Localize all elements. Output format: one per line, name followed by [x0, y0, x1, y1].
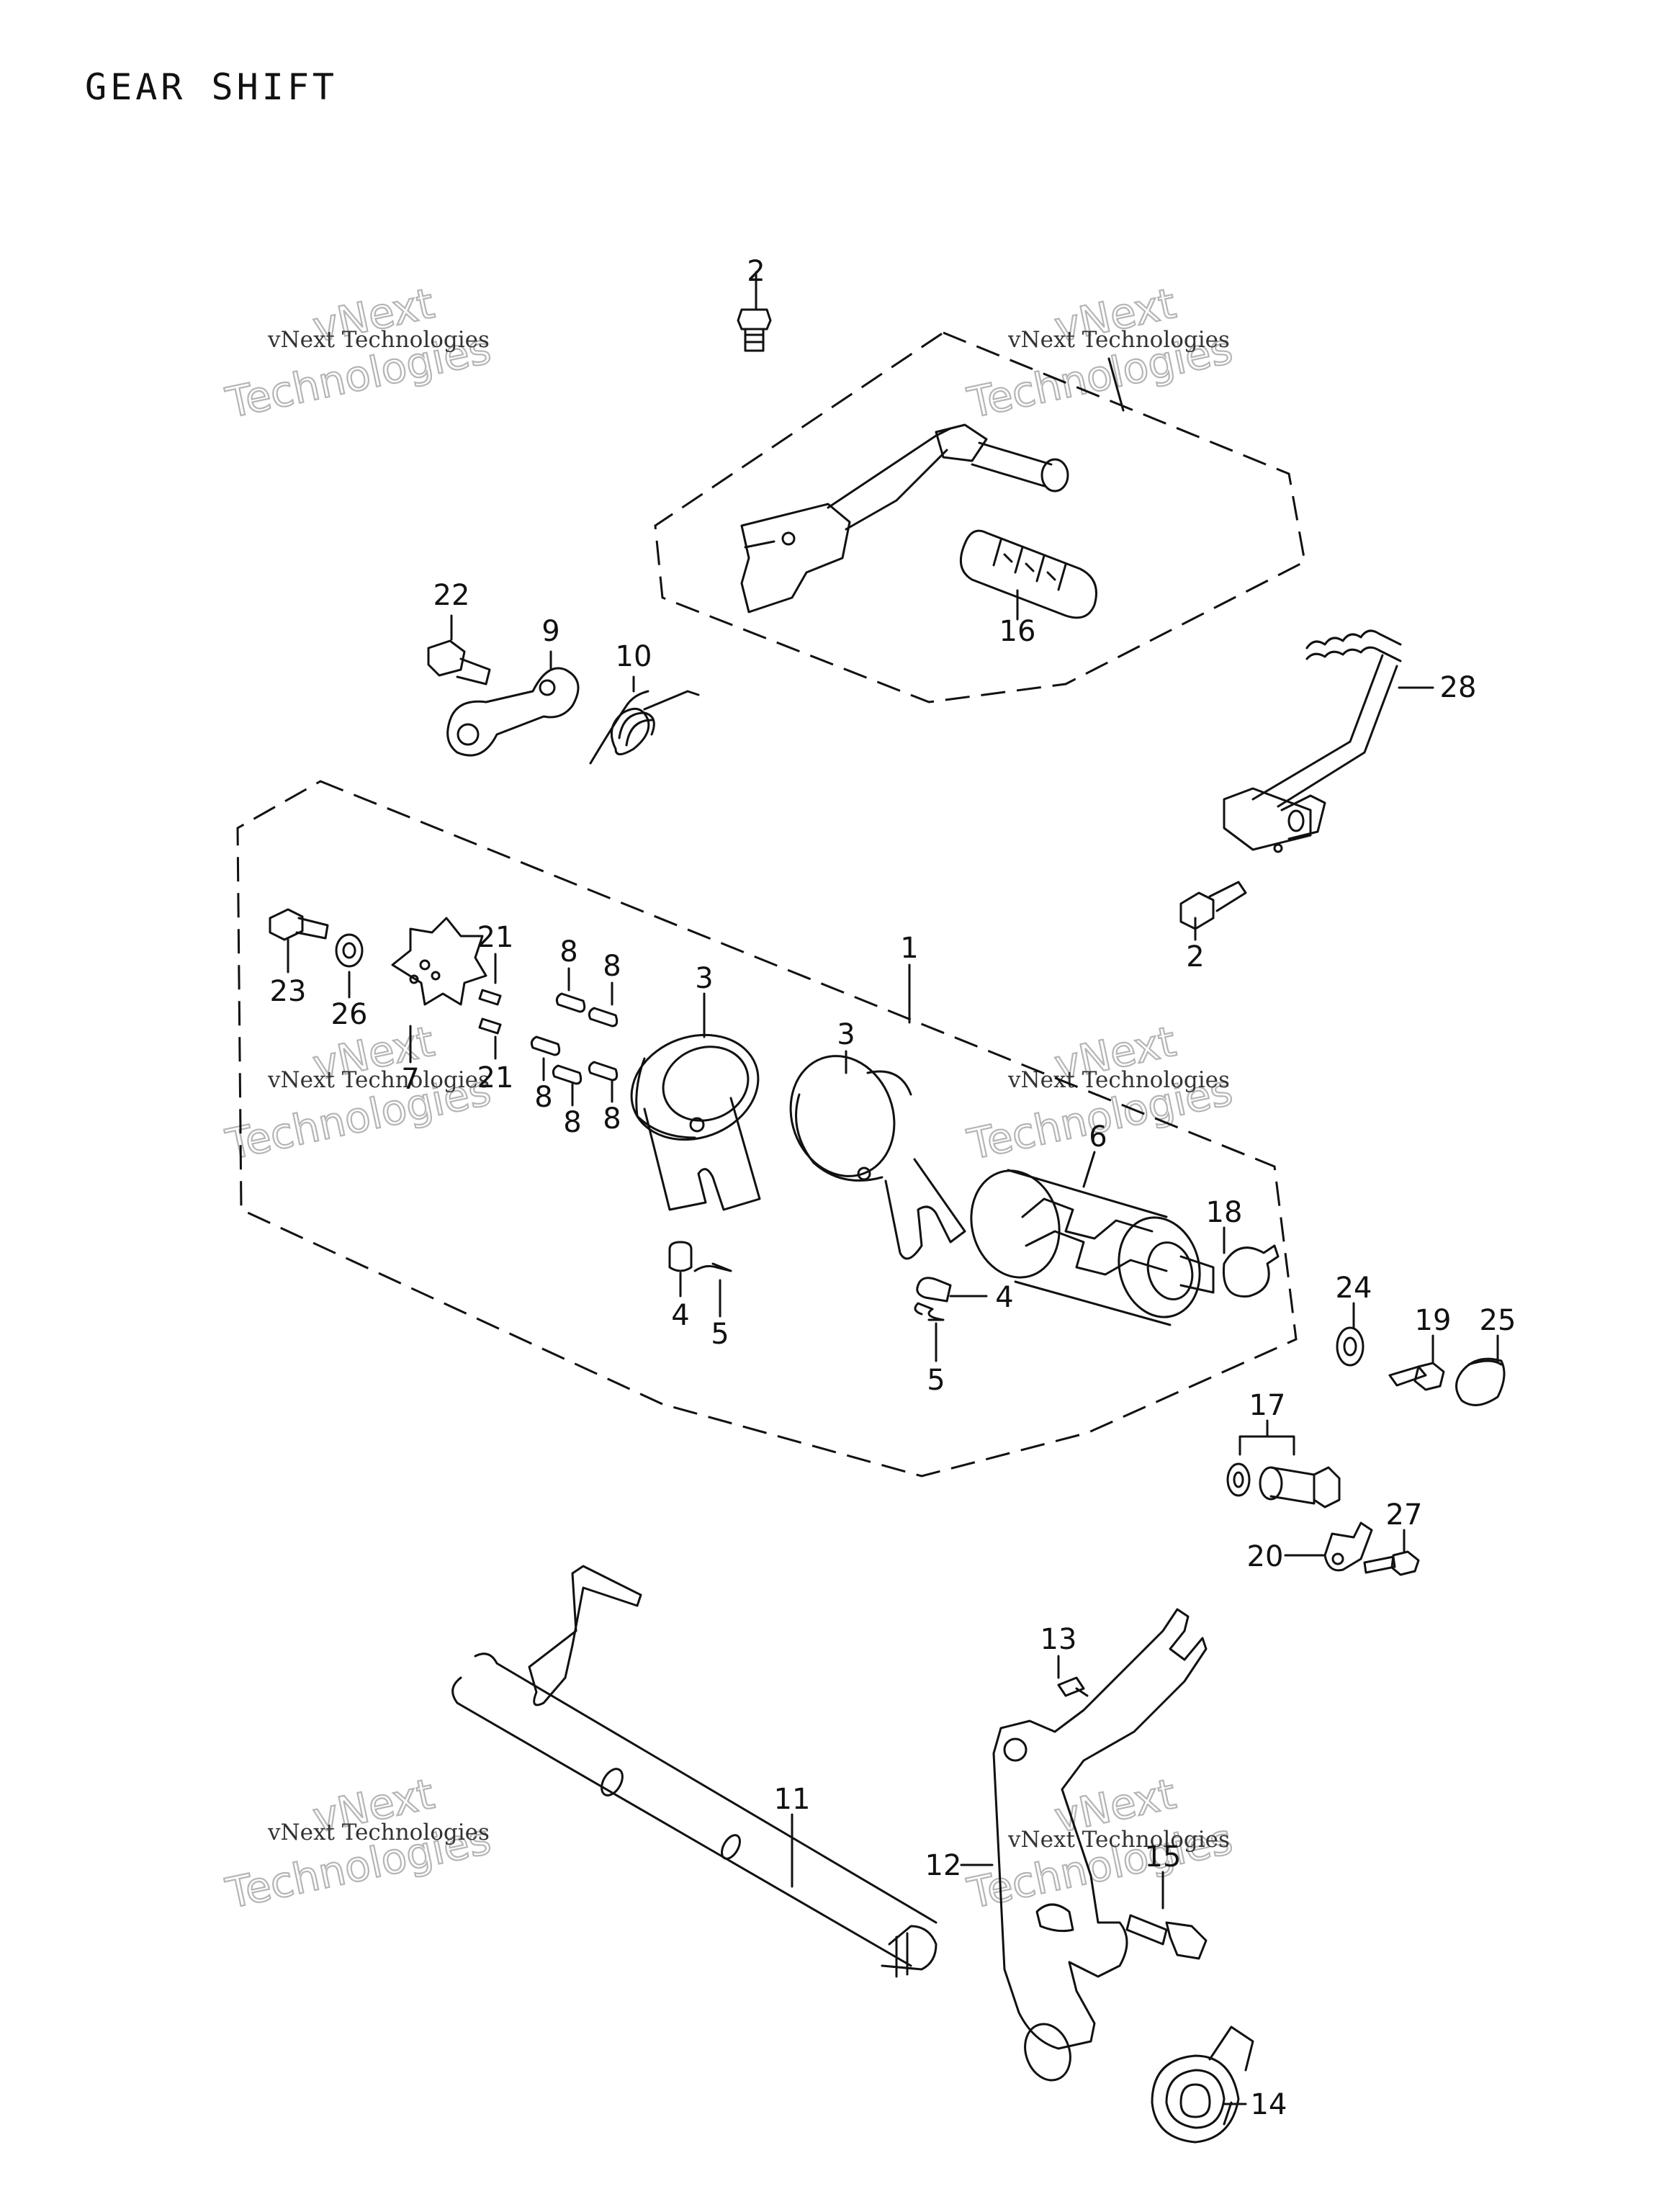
shift-arm-part-12 — [960, 1608, 1208, 2082]
shift-shaft-part-11 — [451, 1565, 938, 1978]
washer-part-26 — [335, 933, 364, 999]
callout-8: 8 — [563, 1106, 581, 1139]
callout-4: 4 — [671, 1299, 689, 1332]
callout-21: 21 — [477, 921, 514, 954]
pin-part-21 — [478, 1017, 502, 1060]
callout-7: 7 — [401, 1063, 419, 1096]
svg-text:vNext Technologies: vNext Technologies — [267, 1820, 490, 1845]
callout-8: 8 — [603, 950, 621, 983]
callout-6: 6 — [1089, 1120, 1107, 1154]
svg-text:vNext Technologies: vNext Technologies — [1007, 1827, 1230, 1853]
spring-part-10 — [589, 675, 700, 765]
bolt-part-27 — [1363, 1529, 1420, 1576]
callout-16: 16 — [999, 615, 1036, 648]
page-title: GEAR SHIFT — [85, 66, 338, 108]
bolt-part-22 — [427, 614, 491, 685]
pin-part-13 — [1057, 1655, 1089, 1697]
callout-27: 27 — [1386, 1498, 1423, 1532]
pedal-rubber-part-16 — [959, 529, 1097, 621]
watermarks: vNext Technologies vNext Technologies vN… — [221, 278, 1238, 1919]
watermark: vNext Technologies vNext Technologies — [221, 1768, 496, 1919]
pin-part-8 — [588, 1061, 619, 1103]
pin-part-8 — [530, 1035, 561, 1082]
roller-part-4-a — [668, 1241, 693, 1298]
callout-8: 8 — [603, 1102, 621, 1136]
watermark: vNext Technologies vNext Technologies — [221, 278, 496, 428]
svg-text:vNext Technologies: vNext Technologies — [267, 327, 490, 353]
kick-lever-part-28 — [1223, 629, 1434, 853]
callout-18: 18 — [1206, 1196, 1243, 1229]
roller-part-4-b — [916, 1277, 988, 1303]
svg-text:vNext Technologies: vNext Technologies — [1007, 327, 1230, 353]
shift-fork-part-3-b — [789, 1050, 966, 1260]
callout-15: 15 — [1145, 1840, 1182, 1874]
pin-part-8 — [588, 981, 619, 1028]
callout-11: 11 — [774, 1783, 811, 1816]
callout-21: 21 — [477, 1061, 514, 1094]
callout-8: 8 — [559, 935, 577, 968]
leader-bracket-part-17 — [1238, 1419, 1295, 1456]
callout-12: 12 — [925, 1849, 962, 1882]
bolt-part-15 — [1125, 1871, 1208, 1960]
clip-part-5-a — [693, 1262, 732, 1318]
callout-24: 24 — [1336, 1272, 1372, 1305]
callout-1: 1 — [900, 932, 918, 965]
clip-part-5-b — [914, 1302, 945, 1362]
callout-8: 8 — [534, 1081, 552, 1114]
callout-22: 22 — [433, 579, 470, 612]
callout-19: 19 — [1415, 1304, 1452, 1337]
oring-part-17 — [1226, 1462, 1251, 1497]
svg-text:vNext Technologies: vNext Technologies — [267, 1067, 490, 1093]
watermark: vNext Technologies vNext Technologies — [963, 1768, 1238, 1919]
link-arm-part-9 — [446, 650, 580, 757]
pin-part-8 — [552, 1064, 583, 1107]
callout-20: 20 — [1247, 1540, 1284, 1573]
watermark: vNext Technologies vNext Technologies — [963, 278, 1238, 428]
callouts: 2 16 22 9 10 28 2 1 21 21 8 8 8 8 8 23 2… — [270, 255, 1516, 2121]
callout-5: 5 — [927, 1364, 945, 1397]
callout-2: 2 — [1186, 940, 1204, 974]
cap-part-25 — [1455, 1334, 1506, 1406]
callout-17: 17 — [1249, 1389, 1286, 1422]
pedal-assembly-outline — [654, 331, 1306, 703]
callout-14: 14 — [1251, 2088, 1287, 2121]
bolt-part-2-lower — [1179, 881, 1247, 941]
shift-fork-part-3-a — [630, 992, 761, 1211]
callout-26: 26 — [331, 998, 368, 1031]
callout-23: 23 — [270, 975, 307, 1008]
callout-25: 25 — [1480, 1304, 1516, 1337]
circlip-part-18 — [1222, 1226, 1280, 1298]
bolt-part-23 — [269, 908, 329, 974]
pivot-bolt-part-17 — [1259, 1466, 1341, 1509]
star-cam-part-7 — [391, 917, 487, 1064]
callout-5: 5 — [711, 1318, 729, 1351]
callout-10: 10 — [616, 640, 652, 673]
callout-3: 3 — [837, 1018, 855, 1051]
pin-part-21 — [478, 953, 502, 1006]
shift-drum-assembly-outline — [236, 780, 1298, 1478]
callout-3: 3 — [695, 962, 713, 995]
callout-2: 2 — [747, 255, 765, 288]
svg-text:vNext Technologies: vNext Technologies — [1007, 1067, 1230, 1093]
bolt-part-2-top — [737, 271, 772, 352]
callout-28: 28 — [1440, 671, 1477, 704]
callout-9: 9 — [541, 615, 559, 648]
stopper-part-20 — [1284, 1521, 1373, 1572]
gear-shift-pedal-part-29 — [740, 357, 1125, 613]
callout-13: 13 — [1040, 1623, 1077, 1656]
shift-drum-part-6 — [970, 1151, 1215, 1326]
return-spring-part-14 — [1151, 2026, 1254, 2144]
callout-4: 4 — [995, 1281, 1013, 1314]
watermark: vNext Technologies vNext Technologies — [221, 1016, 496, 1170]
washer-part-24 — [1336, 1302, 1364, 1367]
pin-part-8 — [555, 967, 586, 1013]
bolt-part-19 — [1388, 1334, 1445, 1391]
